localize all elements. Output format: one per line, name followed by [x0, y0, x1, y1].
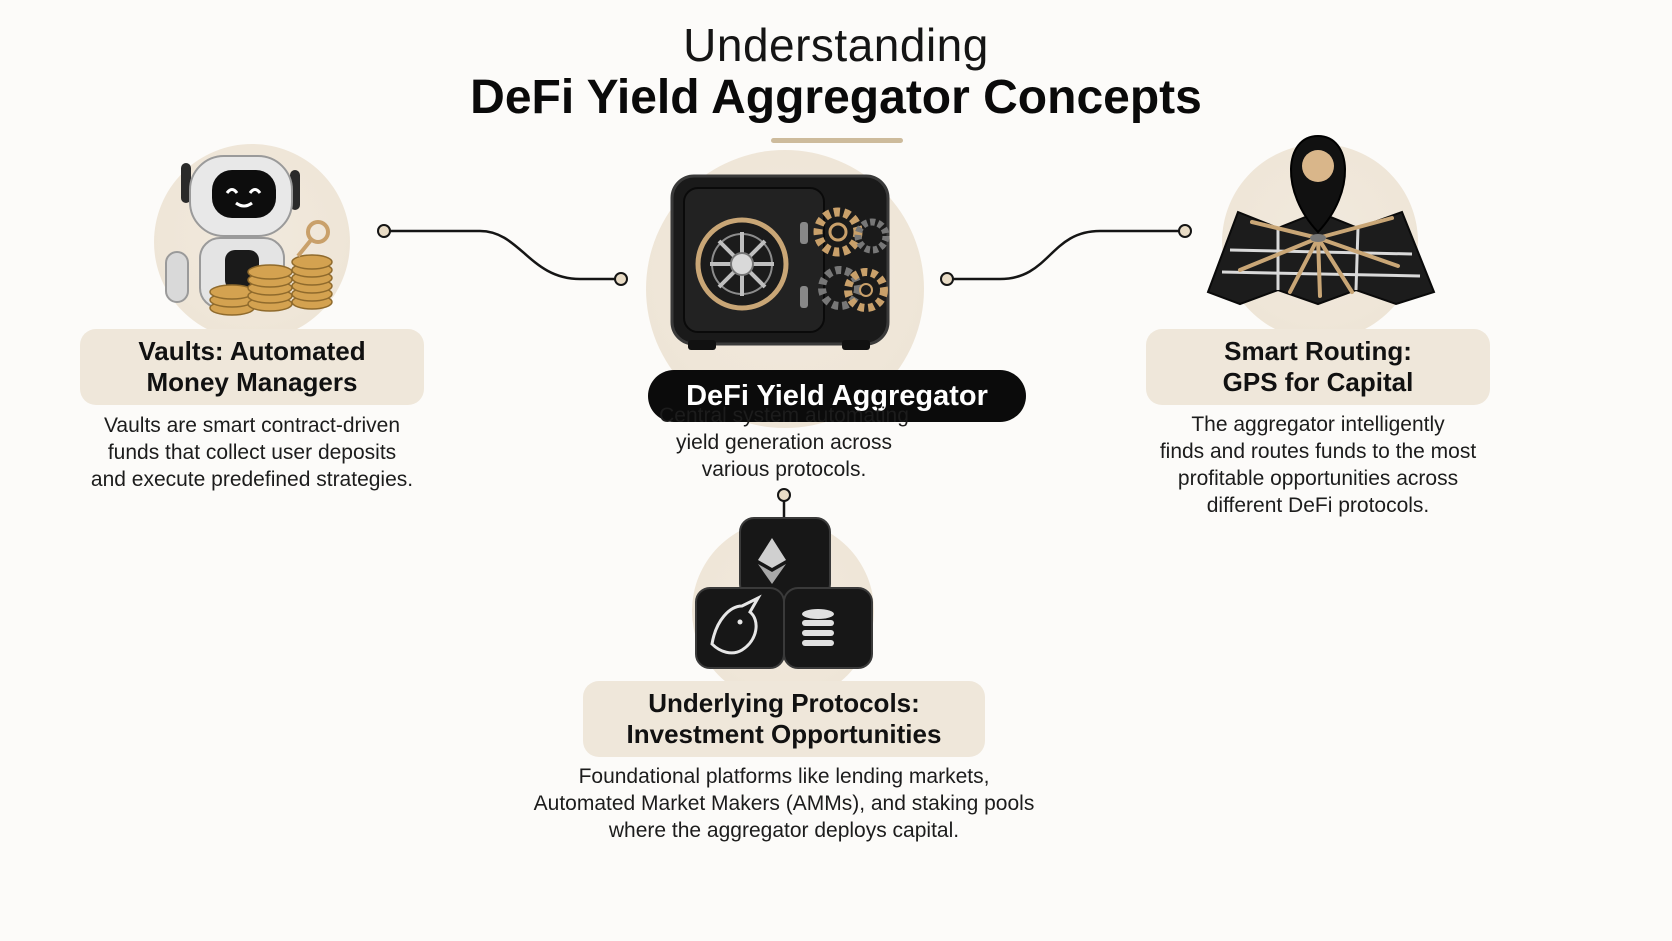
title-line-2: DeFi Yield Aggregator Concepts	[470, 71, 1202, 124]
routing-description: The aggregator intelligently finds and r…	[1159, 413, 1477, 517]
protocols-title-pill: Underlying Protocols: Investment Opportu…	[583, 681, 985, 757]
protocols-description: Foundational platforms like lending mark…	[533, 765, 1035, 842]
center-description: Central system automating yield generati…	[659, 404, 909, 481]
map-pin-routes-icon	[1206, 134, 1436, 306]
unicorn-block-icon	[695, 587, 785, 669]
vaults-title-line-1: Vaults: Automated	[138, 336, 366, 366]
robot-with-coins-icon	[165, 155, 333, 316]
protocols-title-line-2: Investment Opportunities	[626, 719, 942, 749]
routing-title-line-1: Smart Routing:	[1224, 336, 1412, 366]
routing-title-line-2: GPS for Capital	[1222, 367, 1414, 397]
vaults-title-pill: Vaults: Automated Money Managers	[80, 329, 424, 405]
title-line-1: Understanding	[683, 19, 989, 71]
connector-vaults-center	[377, 224, 628, 286]
center-label-pill: DeFi Yield Aggregator	[648, 370, 1026, 422]
routing-title-pill: Smart Routing: GPS for Capital	[1146, 329, 1490, 405]
vaults-description: Vaults are smart contract-driven funds t…	[90, 414, 414, 491]
safe-vault-with-gears-icon	[670, 174, 890, 350]
connector-center-protocols	[777, 488, 791, 520]
center-label: DeFi Yield Aggregator	[686, 379, 988, 412]
ethereum-block-icon	[739, 517, 831, 599]
database-block-icon	[783, 587, 873, 669]
vaults-title-line-2: Money Managers	[146, 367, 358, 397]
protocol-blocks-icon	[695, 517, 873, 669]
title-underline	[771, 138, 903, 143]
connector-center-routing	[940, 224, 1192, 286]
protocols-title-line-1: Underlying Protocols:	[648, 688, 920, 718]
